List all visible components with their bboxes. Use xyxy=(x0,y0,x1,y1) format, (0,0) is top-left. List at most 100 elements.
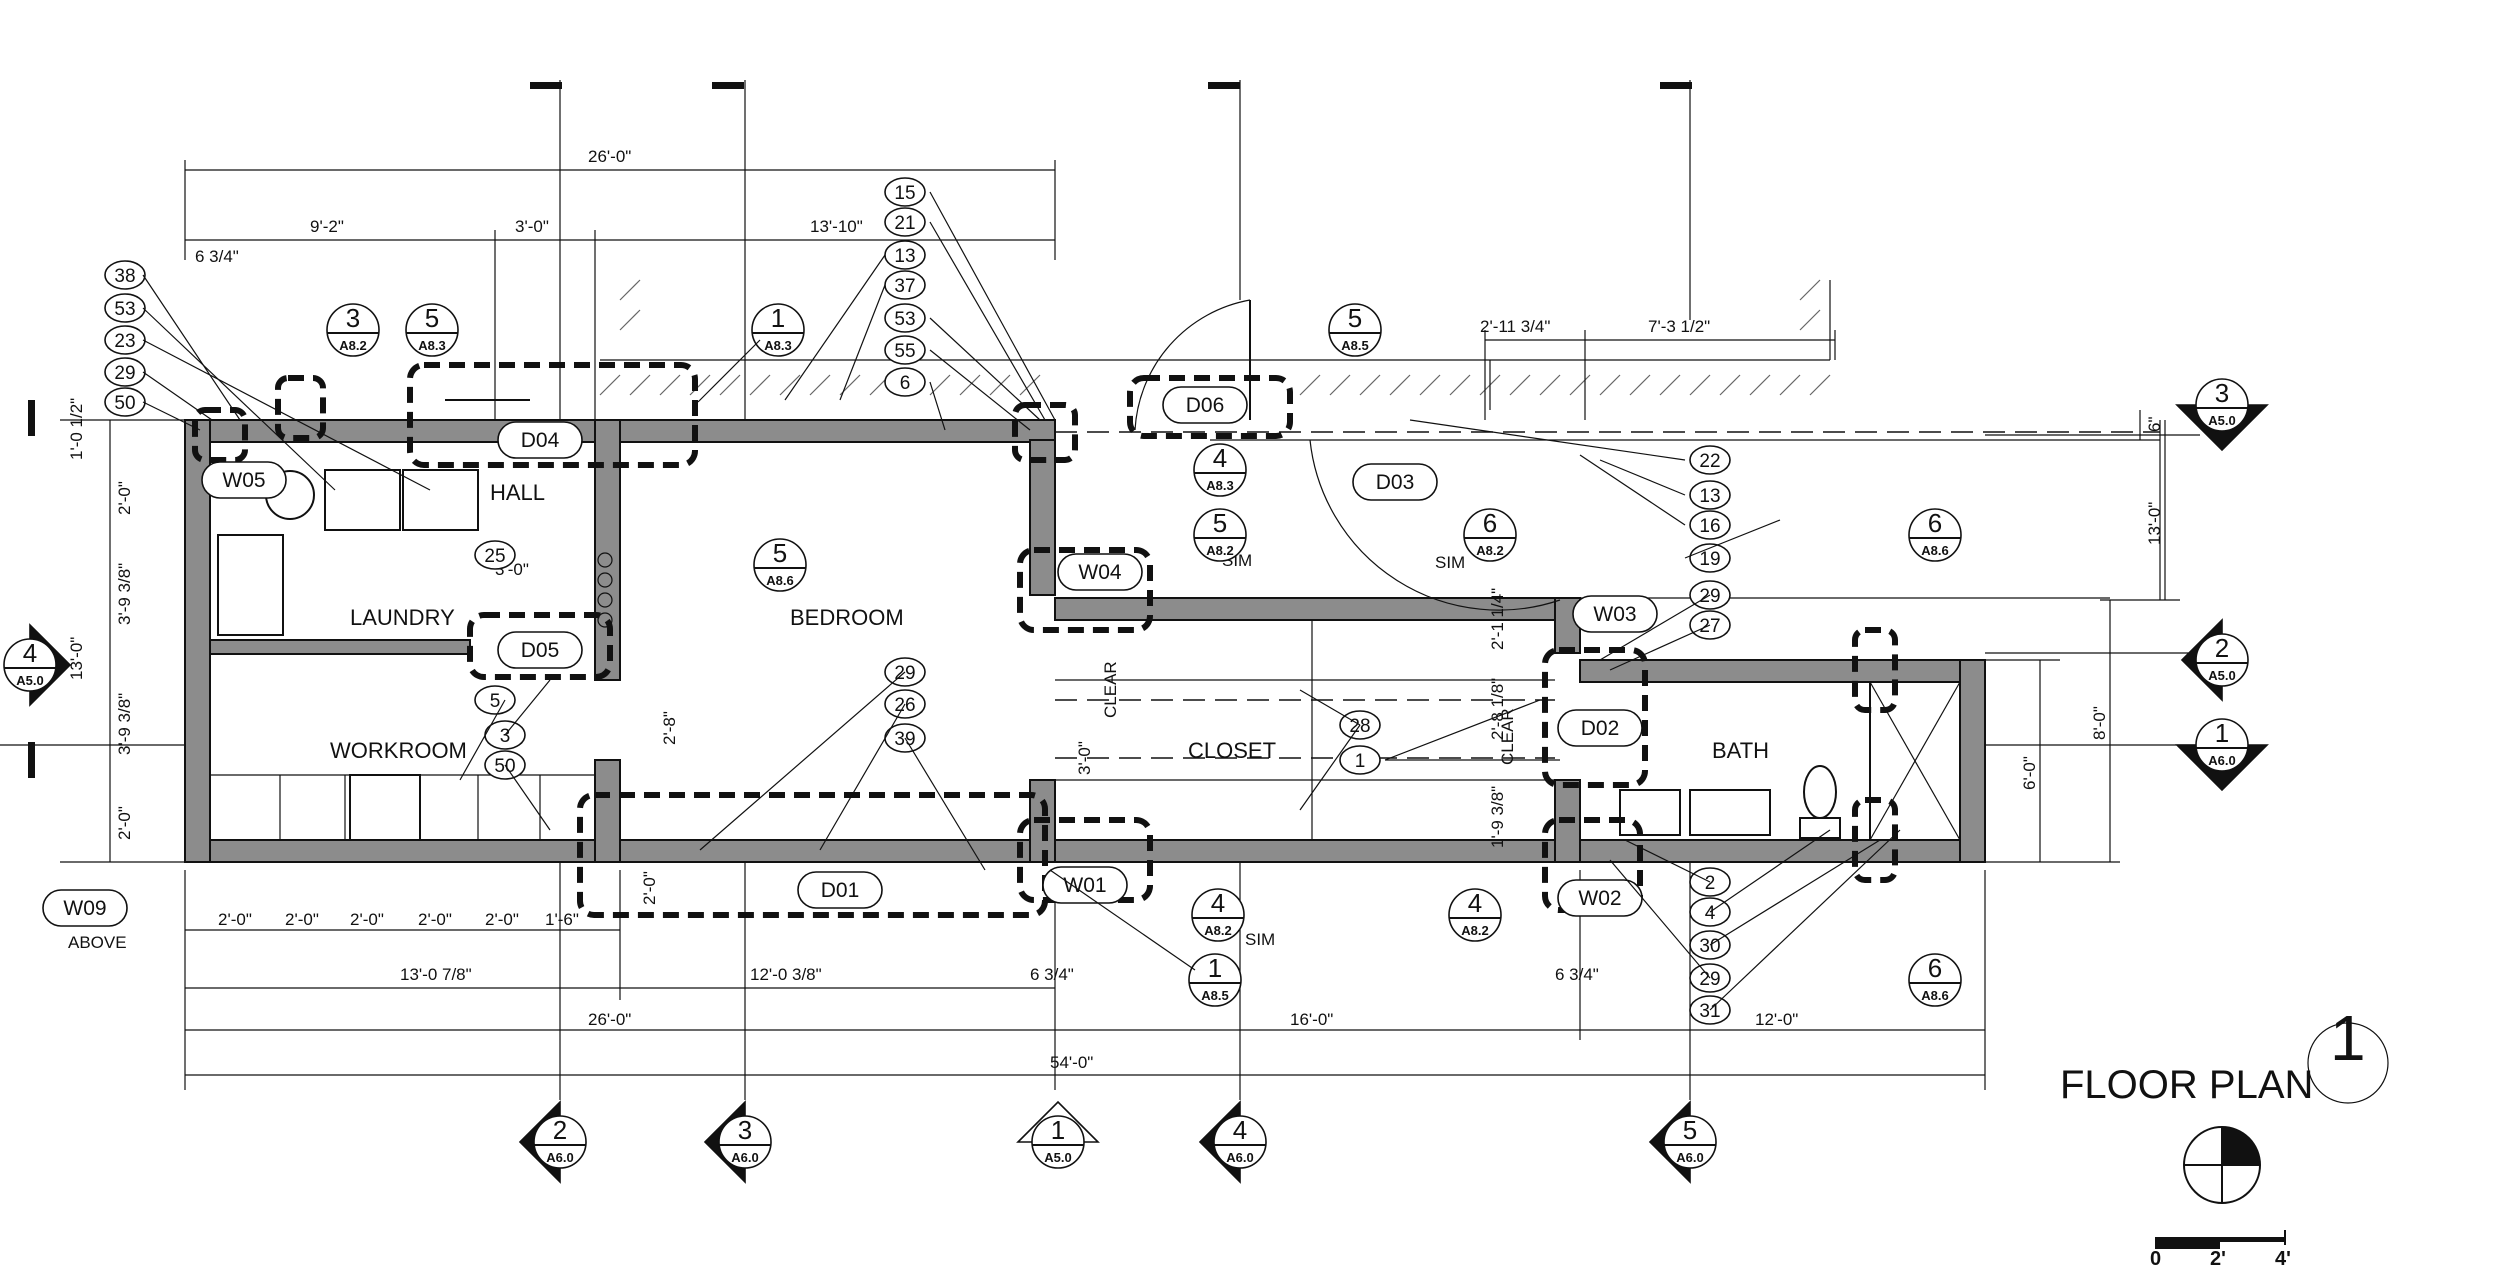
detail-number: 3 xyxy=(346,303,360,333)
scale-label-4: 4' xyxy=(2275,1248,2291,1267)
dimension-right: 8'-0" xyxy=(2090,706,2109,740)
section-markers: 3A5.02A5.01A6.04A5.02A6.03A6.01A5.04A6.0… xyxy=(3,378,2269,1184)
keynote-number: 29 xyxy=(894,663,915,684)
section-number: 3 xyxy=(738,1115,752,1145)
drawing-title: FLOOR PLAN xyxy=(2060,1063,2313,1107)
dimension-top: 3'-0" xyxy=(515,217,549,236)
dimension-interior: 2'-8" xyxy=(660,711,679,745)
dimension-interior: 1'-9 3/8" xyxy=(1488,786,1507,848)
keynote-number: 29 xyxy=(1699,586,1720,607)
dimension-bottom: 1'-6" xyxy=(545,910,579,929)
keynote-number: 6 xyxy=(900,373,911,394)
detail-number: 6 xyxy=(1483,508,1497,538)
dimension-interior: 2'-1 1/4" xyxy=(1488,588,1507,650)
opening-tag-w03: W03 xyxy=(1572,595,1658,633)
keynote-bubble: 38 xyxy=(104,260,146,290)
keynote-number: 19 xyxy=(1699,549,1720,570)
section-number: 4 xyxy=(23,638,37,668)
detail-number: 1 xyxy=(771,303,785,333)
opening-label: D06 xyxy=(1186,394,1225,417)
keynote-number: 23 xyxy=(114,331,135,352)
dimension-top: 13'-10" xyxy=(810,217,863,236)
section-marker: 1A6.0 xyxy=(2175,718,2269,792)
opening-label: W04 xyxy=(1078,561,1122,584)
dimension-bottom: 2'-0" xyxy=(350,910,384,929)
dimension-left: 3'-9 3/8" xyxy=(115,563,134,625)
detail-tag: 6A8.6 xyxy=(1908,953,1962,1007)
scale-label-0: 0 xyxy=(2150,1248,2161,1267)
section-sheet: A5.0 xyxy=(1044,1150,1071,1165)
dimension-bottom: 12'-0" xyxy=(1755,1010,1798,1029)
detail-number: 4 xyxy=(1211,888,1225,918)
room-label: BATH xyxy=(1712,738,1769,763)
opening-label: W02 xyxy=(1578,887,1621,910)
drawing-number: 1 xyxy=(2330,1002,2366,1074)
opening-tag-d06: D06 xyxy=(1162,386,1248,424)
section-sheet: A6.0 xyxy=(1226,1150,1253,1165)
detail-tag: 5A8.2 xyxy=(1193,508,1247,562)
section-marker: 4A6.0 xyxy=(1198,1100,1267,1184)
detail-number: 5 xyxy=(1348,303,1362,333)
clear-label: CLEAR xyxy=(1498,708,1517,765)
keynote-number: 38 xyxy=(114,266,135,287)
detail-tag: 4A8.2 xyxy=(1191,888,1245,942)
detail-tags: 3A8.25A8.31A8.35A8.54A8.35A8.25A8.66A8.2… xyxy=(326,303,1962,1007)
dimension-text: 26'-0"9'-2"3'-0"13'-10"2'-11 3/4"7'-3 1/… xyxy=(67,147,2164,1072)
detail-tag: 3A8.2 xyxy=(326,303,380,357)
sim-label: SIM xyxy=(1435,553,1465,572)
dimension-bottom: 16'-0" xyxy=(1290,1010,1333,1029)
section-marker: 2A6.0 xyxy=(518,1100,587,1184)
section-ticks xyxy=(28,82,1692,778)
section-marker: 4A5.0 xyxy=(3,623,72,707)
room-label: CLOSET xyxy=(1188,738,1276,763)
keynote-bubble: 37 xyxy=(884,270,926,300)
section-number: 5 xyxy=(1683,1115,1697,1145)
dimension-top: 6 3/4" xyxy=(195,247,239,266)
dimension-left: 13'-0" xyxy=(67,637,86,680)
section-sheet: A5.0 xyxy=(2208,668,2235,683)
scale-label-2: 2' xyxy=(2210,1248,2226,1267)
detail-sheet: A8.2 xyxy=(1204,923,1231,938)
keynote-bubble: 13 xyxy=(1689,480,1731,510)
keynote-bubble: 25 xyxy=(474,540,516,570)
detail-number: 6 xyxy=(1928,953,1942,983)
detail-tag: 4A8.2 xyxy=(1448,888,1502,942)
keynote-number: 3 xyxy=(500,726,511,747)
fixtures xyxy=(210,299,1961,841)
detail-sheet: A8.3 xyxy=(418,338,445,353)
keynote-number: 31 xyxy=(1699,1001,1720,1022)
keynote-number: 25 xyxy=(484,546,505,567)
opening-label: D04 xyxy=(521,429,560,452)
dimension-top: 9'-2" xyxy=(310,217,344,236)
keynote-bubble: 29 xyxy=(1689,580,1731,610)
section-marker: 1A5.0 xyxy=(1016,1100,1100,1169)
clear-label: CLEAR xyxy=(1101,661,1120,718)
keynote-number: 55 xyxy=(894,341,915,362)
keynote-bubble: 13 xyxy=(884,240,926,270)
keynote-number: 26 xyxy=(894,695,915,716)
opening-tag-d05: D05 xyxy=(497,631,583,669)
dimension-bottom: 12'-0 3/8" xyxy=(750,965,822,984)
opening-tag-w01: W01 xyxy=(1042,866,1128,904)
opening-label: W05 xyxy=(222,469,265,492)
dimension-top: 2'-11 3/4" xyxy=(1480,317,1550,336)
detail-sheet: A8.3 xyxy=(764,338,791,353)
dimension-top: 7'-3 1/2" xyxy=(1648,317,1710,336)
keynote-bubble: 19 xyxy=(1689,543,1731,573)
keynote-number: 29 xyxy=(114,363,135,384)
keynote-bubble: 29 xyxy=(104,357,146,387)
keynote-number: 39 xyxy=(894,729,915,750)
keynote-number: 29 xyxy=(1699,969,1720,990)
above-label: ABOVE xyxy=(68,933,127,952)
opening-tag-d04: D04 xyxy=(497,421,583,459)
detail-sheet: A8.2 xyxy=(1206,543,1233,558)
detail-sheet: A8.2 xyxy=(1476,543,1503,558)
keynote-bubble: 55 xyxy=(884,335,926,365)
opening-tag-w05: W05 xyxy=(201,461,287,499)
section-sheet: A6.0 xyxy=(731,1150,758,1165)
dimension-bottom: 6 3/4" xyxy=(1030,965,1074,984)
dimension-left: 2'-0" xyxy=(115,481,134,515)
